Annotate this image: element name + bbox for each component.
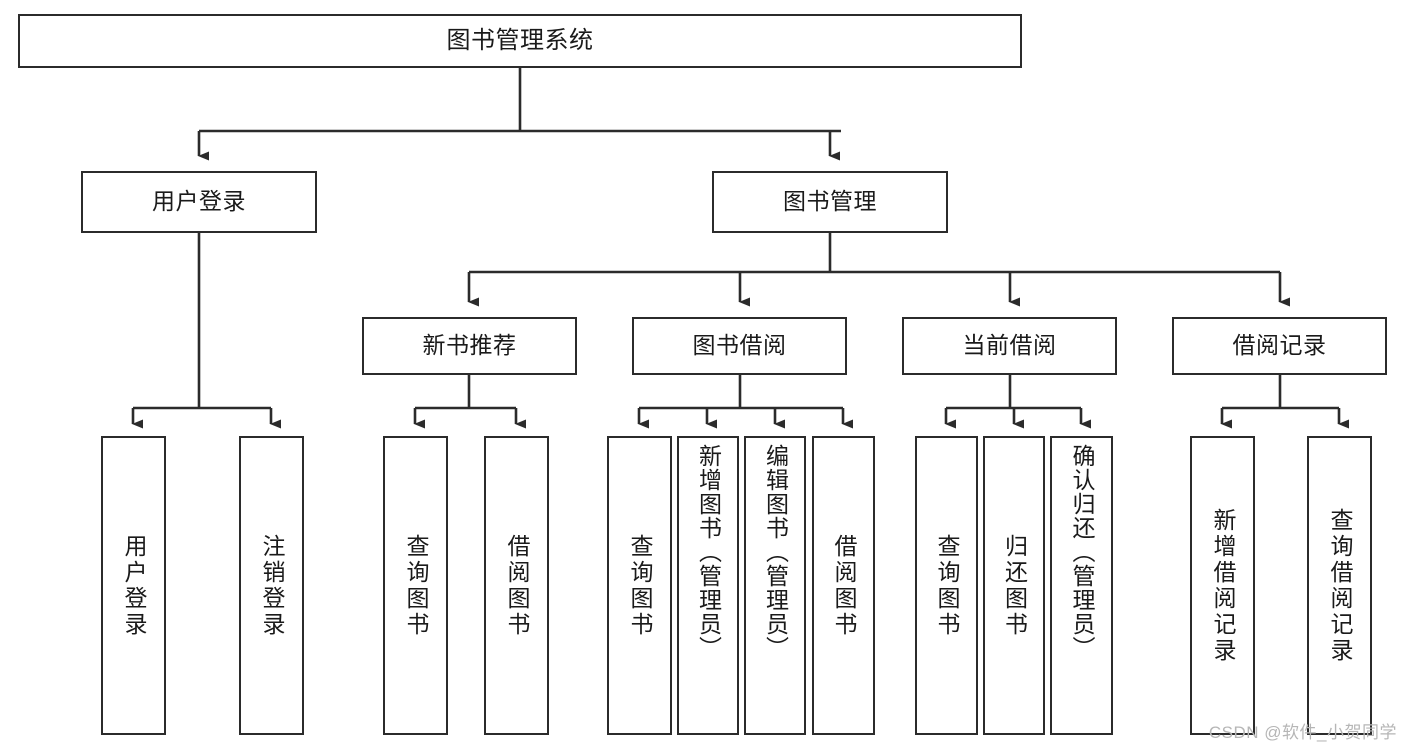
csdn-watermark: CSDN @软件_小贺同学 bbox=[1208, 723, 1397, 742]
leaf-user-login[interactable]: 用户登录 bbox=[101, 436, 166, 735]
leaf-edit-book-admin[interactable]: 编辑图书（管理员） bbox=[744, 436, 806, 735]
node-label: 当前借阅 bbox=[962, 332, 1057, 359]
leaf-return-book[interactable]: 归还图书 bbox=[983, 436, 1045, 735]
node-label: 新增借阅记录 bbox=[1210, 507, 1236, 664]
leaf-query-borrow-record[interactable]: 查询借阅记录 bbox=[1307, 436, 1372, 735]
node-current-borrow[interactable]: 当前借阅 bbox=[902, 317, 1117, 375]
node-label: 查询图书 bbox=[403, 533, 429, 638]
node-user-login[interactable]: 用户登录 bbox=[81, 171, 317, 233]
leaf-query-book-current[interactable]: 查询图书 bbox=[915, 436, 978, 735]
node-label: 图书借阅 bbox=[692, 332, 787, 359]
node-label: 确认归还（管理员） bbox=[1069, 444, 1095, 660]
leaf-add-borrow-record[interactable]: 新增借阅记录 bbox=[1190, 436, 1255, 735]
node-label: 新书推荐 bbox=[422, 332, 517, 359]
leaf-add-book-admin[interactable]: 新增图书（管理员） bbox=[677, 436, 739, 735]
leaf-query-book-borrow[interactable]: 查询图书 bbox=[607, 436, 672, 735]
node-label: 图书管理系统 bbox=[446, 26, 594, 54]
node-label: 用户登录 bbox=[121, 533, 147, 638]
node-book-manage[interactable]: 图书管理 bbox=[712, 171, 948, 233]
node-label: 借阅记录 bbox=[1232, 332, 1327, 359]
node-label: 编辑图书（管理员） bbox=[762, 444, 789, 660]
leaf-confirm-return-admin[interactable]: 确认归还（管理员） bbox=[1050, 436, 1113, 735]
leaf-query-book-recommend[interactable]: 查询图书 bbox=[383, 436, 448, 735]
node-label: 查询图书 bbox=[627, 533, 653, 638]
leaf-borrow-book-borrow[interactable]: 借阅图书 bbox=[812, 436, 875, 735]
node-root-book-management-system[interactable]: 图书管理系统 bbox=[18, 14, 1022, 68]
leaf-logout-login[interactable]: 注销登录 bbox=[239, 436, 304, 735]
node-label: 归还图书 bbox=[1001, 533, 1028, 638]
node-label: 查询借阅记录 bbox=[1327, 507, 1353, 664]
node-label: 注销登录 bbox=[259, 533, 285, 638]
node-new-book-recommend[interactable]: 新书推荐 bbox=[362, 317, 577, 375]
node-label: 查询图书 bbox=[934, 533, 960, 638]
node-label: 借阅图书 bbox=[504, 533, 530, 638]
leaf-borrow-book-recommend[interactable]: 借阅图书 bbox=[484, 436, 549, 735]
node-label: 新增图书（管理员） bbox=[695, 444, 722, 660]
node-borrow-record[interactable]: 借阅记录 bbox=[1172, 317, 1387, 375]
node-label: 借阅图书 bbox=[831, 533, 857, 638]
node-book-borrow[interactable]: 图书借阅 bbox=[632, 317, 847, 375]
node-label: 图书管理 bbox=[783, 188, 877, 215]
node-label: 用户登录 bbox=[152, 188, 246, 215]
